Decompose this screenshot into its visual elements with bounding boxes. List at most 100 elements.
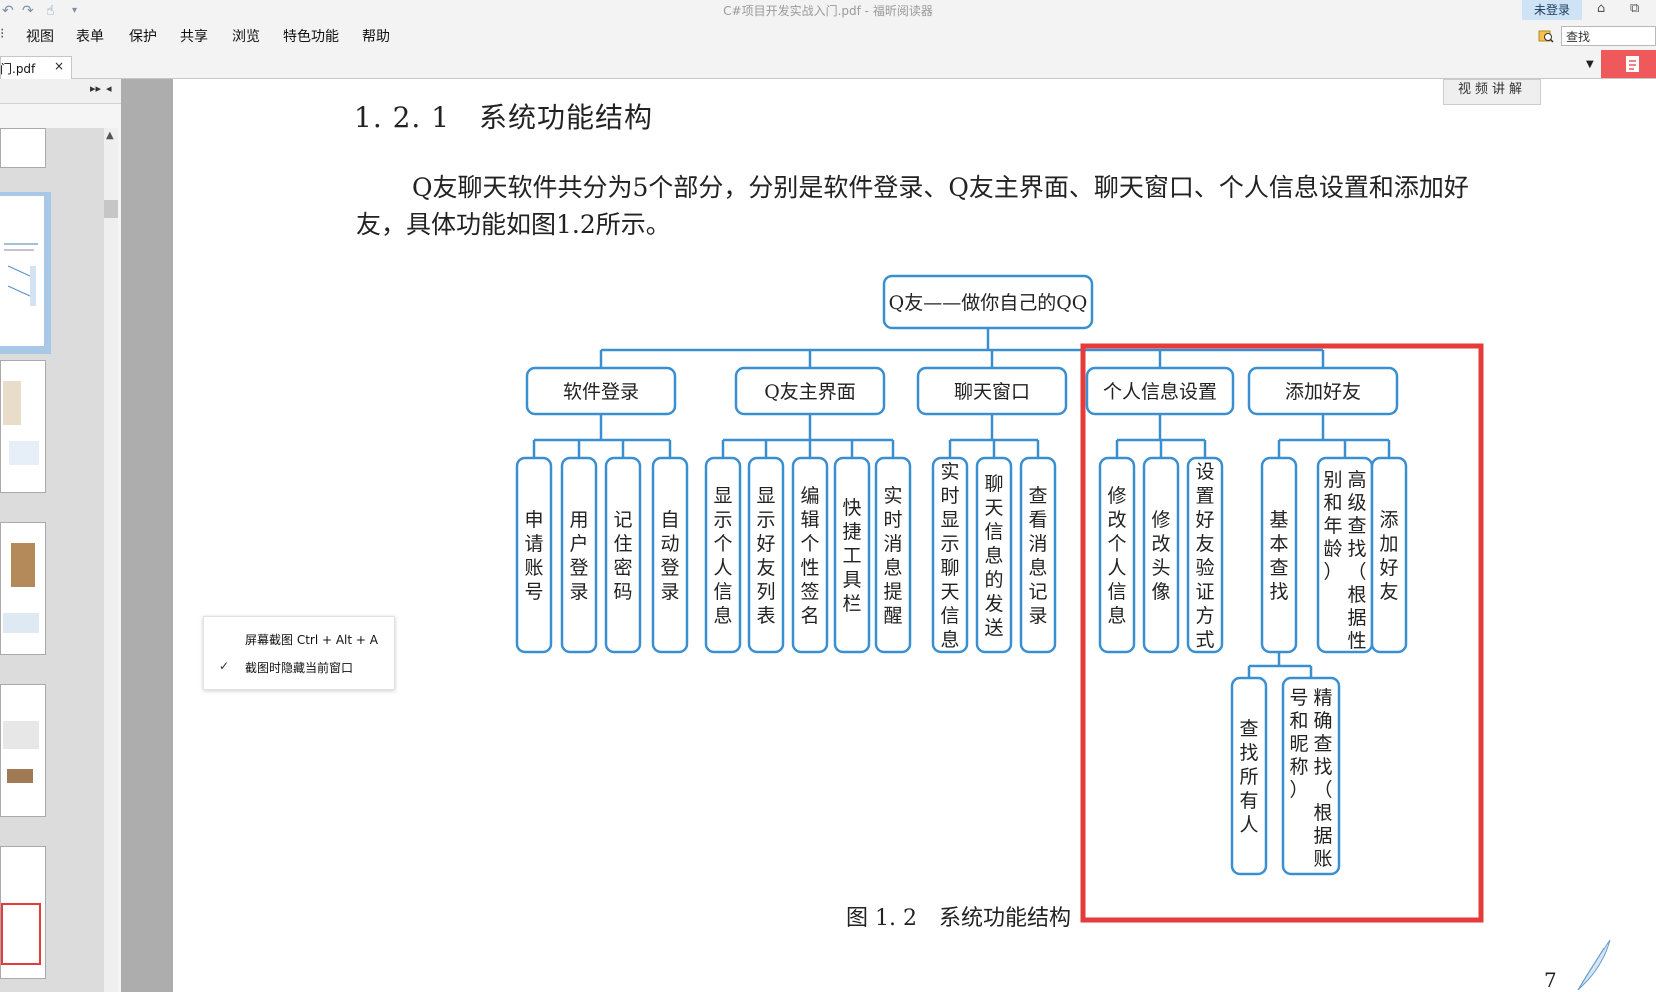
page-thumbnail[interactable]	[0, 360, 46, 493]
leaf-node	[651, 456, 689, 654]
leaf-label-char: 登	[569, 557, 588, 579]
leaf-label-char: 示	[713, 509, 732, 531]
sub-leaf-label-char: 昵	[1289, 733, 1308, 755]
leaf-label-char: 好	[1195, 509, 1214, 531]
leaf-label-char: 时	[883, 509, 902, 531]
menu-share[interactable]: 共享	[180, 29, 208, 45]
search-input[interactable]: 查找	[1561, 26, 1656, 46]
context-menu	[203, 616, 395, 690]
sub-leaf-label-char: 人	[1239, 814, 1258, 836]
leaf-label-char: 看	[1028, 509, 1047, 531]
leaf-label-char: 号	[524, 581, 543, 603]
document-tab[interactable]	[0, 56, 72, 79]
leaf-label-char: 别	[1323, 469, 1342, 491]
title-bar	[0, 0, 1656, 24]
menu-browse[interactable]: 浏览	[232, 29, 260, 45]
leaf-label-char: 提	[883, 581, 902, 603]
menu-view[interactable]: 视图	[26, 29, 54, 45]
leaf-label-char: 级	[1347, 492, 1366, 514]
customize-icon[interactable]: ▾	[72, 5, 78, 16]
pdf-action-button[interactable]	[1601, 50, 1656, 78]
page-thumbnail-selected[interactable]	[0, 192, 51, 354]
page-thumbnail[interactable]	[0, 846, 46, 979]
leaf-label-char: 根	[1347, 584, 1366, 606]
page-thumbnail[interactable]	[0, 522, 46, 655]
leaf-node	[975, 456, 1013, 654]
leaf-node	[704, 456, 742, 654]
menu-item-hide-window[interactable]: 截图时隐藏当前窗口	[245, 661, 354, 675]
root-label: Q友——做你自己的QQ	[889, 292, 1088, 314]
menu-features[interactable]: 特色功能	[283, 29, 339, 45]
leaf-label-char: 好	[756, 533, 775, 555]
sub-leaf-label-char: ）	[1289, 779, 1308, 801]
branch-label: 添加好友	[1285, 381, 1361, 403]
leaf-label-char: 捷	[842, 521, 861, 543]
hand-icon[interactable]: ☝	[46, 3, 55, 19]
leaf-label-char: 式	[1195, 629, 1214, 651]
leaf-label-char: 信	[1107, 581, 1126, 603]
leaf-label-char: 实	[883, 485, 902, 507]
sub-leaf-label-char: 找	[1313, 756, 1332, 778]
tab-bar	[0, 50, 1656, 79]
leaf-label-char: 动	[660, 533, 679, 555]
leaf-node	[604, 456, 642, 654]
panel-scrollbar[interactable]	[104, 128, 118, 992]
leaf-label-char: 密	[613, 557, 632, 579]
sub-leaf-label-char: 查	[1239, 718, 1258, 740]
menu-help[interactable]: 帮助	[362, 29, 390, 45]
menu-protect[interactable]: 保护	[129, 29, 157, 45]
page-thumbnail[interactable]	[0, 128, 46, 168]
leaf-label-char: 签	[800, 581, 819, 603]
leaf-node	[560, 456, 598, 654]
tab-dropdown-icon[interactable]: ▼	[1586, 59, 1594, 70]
leaf-label-char: 住	[613, 533, 632, 555]
leaf-label-char: 聊	[940, 557, 959, 579]
menu-item-screenshot[interactable]: 屏幕截图 Ctrl + Alt + A	[245, 633, 378, 647]
search-icon[interactable]	[1538, 28, 1554, 44]
expand-panel-icon[interactable]: ▸▸	[90, 82, 102, 95]
leaf-label-char: 显	[713, 485, 732, 507]
leaf-label-char: （	[1347, 561, 1366, 583]
leaf-label-char: 消	[1028, 533, 1047, 555]
leaf-label-char: 送	[984, 617, 1003, 639]
leaf-label-char: 查	[1028, 485, 1047, 507]
sub-leaf-label-char: 和	[1289, 710, 1308, 732]
leaf-label-char: 找	[1347, 538, 1366, 560]
menu-form[interactable]: 表单	[76, 29, 104, 45]
layout-icon[interactable]: ⧉	[1630, 1, 1640, 16]
redo-icon[interactable]: ↷	[22, 3, 34, 19]
sub-leaf-label-char: 查	[1313, 733, 1332, 755]
page-number: 7	[1544, 968, 1557, 992]
sub-leaf-label-char: 账	[1313, 848, 1332, 870]
leaf-label-char: 性	[1347, 630, 1366, 652]
paragraph-line: Q友聊天软件共分为5个部分，分别是软件登录、Q友主界面、聊天窗口、个人信息设置和…	[412, 173, 1469, 202]
leaf-label-char: 息	[1028, 557, 1047, 579]
scrollbar-thumb[interactable]	[104, 200, 118, 218]
video-badge[interactable]: 视频讲解	[1443, 79, 1541, 105]
sub-leaf-label-char: 据	[1313, 825, 1332, 847]
page-thumbnail[interactable]	[0, 684, 46, 817]
login-button[interactable]: 未登录	[1522, 0, 1582, 20]
menu-edge-icon: ⁝	[0, 26, 5, 42]
leaf-label-char: 信	[713, 581, 732, 603]
scroll-up-icon[interactable]: ▲	[106, 130, 114, 141]
section-heading: 1. 2. 1 系统功能结构	[354, 101, 654, 134]
branch-label: 个人信息设置	[1103, 381, 1217, 403]
leaf-label-char: 本	[1269, 533, 1288, 555]
leaf-label-char: 修	[1151, 509, 1170, 531]
close-tab-icon[interactable]: ×	[54, 59, 65, 73]
undo-icon[interactable]: ↶	[2, 3, 14, 19]
branch-label: Q友主界面	[764, 381, 856, 403]
leaf-node	[747, 456, 785, 654]
leaf-label-char: 记	[1028, 581, 1047, 603]
leaf-label-char: 友	[1195, 533, 1214, 555]
leaf-label-char: 账	[524, 557, 543, 579]
leaf-label-char: 信	[984, 521, 1003, 543]
skin-icon[interactable]: ⌂	[1597, 1, 1606, 16]
menu-bar	[0, 24, 1656, 50]
leaf-label-char: 息	[713, 605, 732, 627]
collapse-panel-icon[interactable]: ◂	[106, 82, 112, 95]
leaf-label-char: 发	[984, 593, 1003, 615]
leaf-label-char: 年	[1323, 515, 1342, 537]
